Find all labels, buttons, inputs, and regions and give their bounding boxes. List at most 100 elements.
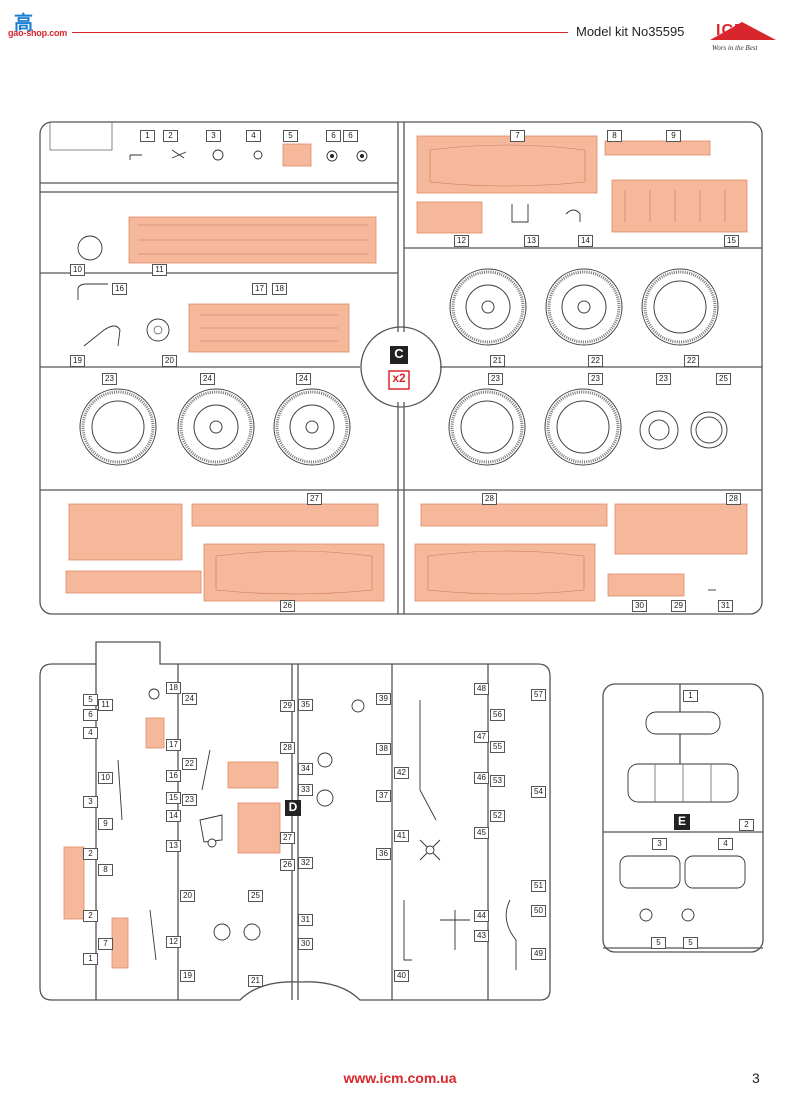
sprue-d-part-label-27: 27 [280, 832, 295, 844]
sprue-d-part-label-33: 33 [298, 784, 313, 796]
sprue-c-part-label-7: 7 [510, 130, 525, 142]
part-d30 [227, 761, 279, 789]
sprue-d-part-label-57: 57 [531, 689, 546, 701]
part-c10 [77, 235, 103, 261]
sprue-c-part-label-23: 23 [588, 373, 603, 385]
part-d41 [403, 900, 412, 961]
sprue-d-part-label-3: 3 [83, 796, 98, 808]
sprue-e-part-label-5: 5 [683, 937, 698, 949]
sprue-c-part-label-24: 24 [200, 373, 215, 385]
sprue-c-part-label-1: 1 [140, 130, 155, 142]
part-e5a [639, 908, 653, 922]
wheel-c25 [639, 410, 679, 450]
part-d22b [243, 923, 261, 941]
sprue-d-part-label-16: 16 [166, 770, 181, 782]
page-number: 3 [752, 1070, 760, 1086]
sprue-c-part-label-25: 25 [716, 373, 731, 385]
wheel-c21 [449, 268, 527, 346]
part-d35 [317, 752, 333, 768]
sprue-c-part-label-15: 15 [724, 235, 739, 247]
watermark-url-text: gao-shop.com [8, 28, 68, 38]
sprue-c-part-label-30: 30 [632, 600, 647, 612]
part-e4 [684, 855, 746, 889]
sprue-d-part-label-43: 43 [474, 930, 489, 942]
sprue-d-part-label-11: 11 [98, 699, 113, 711]
sprue-c-part-label-26: 26 [280, 600, 295, 612]
sprue-c-letter: C [394, 346, 404, 361]
sprue-d-letter-box [285, 800, 301, 816]
sprue-c-part-label-31: 31 [718, 600, 733, 612]
sprue-c-part-label-21: 21 [490, 355, 505, 367]
part-c8 [604, 140, 711, 156]
part-d34 [316, 789, 334, 807]
sprue-d-part-label-24: 24 [182, 693, 197, 705]
sprue-c-part-label-23: 23 [488, 373, 503, 385]
sprue-d-part-label-55: 55 [490, 741, 505, 753]
sprue-d-part-label-14: 14 [166, 810, 181, 822]
part-d-bracket [199, 814, 223, 843]
part-d43 [419, 700, 437, 821]
sprue-d-part-label-40: 40 [394, 970, 409, 982]
sprue-c-part-label-17: 17 [252, 283, 267, 295]
sprue-c-part-label-14: 14 [578, 235, 593, 247]
footer-url[interactable]: www.icm.com.ua [343, 1070, 457, 1086]
sprue-c-part-label-23: 23 [102, 373, 117, 385]
sprue-d-part-label-21: 21 [248, 975, 263, 987]
sprue-c-part-label-16: 16 [112, 283, 127, 295]
part-c7b [203, 543, 385, 602]
sprue-e-part-label-4: 4 [718, 838, 733, 850]
sprue-d-part-label-4: 4 [83, 727, 98, 739]
sprue-d-frame [39, 641, 551, 1001]
brand-tagline: Wors in the Best [712, 44, 758, 52]
part-c29 [614, 503, 748, 555]
sprue-d-part-label-2: 2 [83, 910, 98, 922]
sprue-c-part-label-12: 12 [454, 235, 469, 247]
sprue-c-multiplier-box [388, 370, 410, 390]
sprue-c-part-label-23: 23 [656, 373, 671, 385]
wheel-c22b [641, 268, 719, 346]
part-d23 [201, 749, 211, 791]
wheel-c22a [545, 268, 623, 346]
part-d9 [117, 759, 123, 821]
sprue-d-part-label-39: 39 [376, 693, 391, 705]
sprue-c-multiplier: x2 [392, 371, 406, 385]
part-c16 [77, 283, 108, 300]
part-c31 [607, 573, 685, 597]
sprue-e-letter: E [677, 814, 686, 828]
sprue-d-part-label-17: 17 [166, 739, 181, 751]
sprue-d-part-label-28: 28 [280, 742, 295, 754]
sprue-d-part-label-36: 36 [376, 848, 391, 860]
part-c12 [416, 201, 483, 234]
brand-name: ICM [716, 22, 749, 39]
sprue-c-part-label-2: 2 [163, 130, 178, 142]
sprue-d-part-label-44: 44 [474, 910, 489, 922]
part-d2 [63, 846, 85, 920]
wheel-c24a [177, 388, 255, 466]
header-divider [72, 32, 568, 33]
part-c7c [414, 543, 596, 602]
part-d51 [505, 899, 517, 970]
sprue-c [39, 121, 763, 615]
sprue-d-part-label-18: 18 [166, 682, 181, 694]
sprue-d-part-label-35: 35 [298, 699, 313, 711]
part-d40 [351, 699, 365, 713]
sprue-d-part-label-12: 12 [166, 936, 181, 948]
sprue-d-part-label-51: 51 [531, 880, 546, 892]
sprue-c-center-hub [360, 326, 442, 408]
sprue-e-frame [602, 683, 764, 953]
sprue-c-part-label-8: 8 [607, 130, 622, 142]
sprue-c-part-label-24: 24 [296, 373, 311, 385]
sprue-d-part-label-8: 8 [98, 864, 113, 876]
sprue-d-part-label-34: 34 [298, 763, 313, 775]
sprue-d-part-label-23: 23 [182, 794, 197, 806]
sprue-d-part-label-26: 26 [280, 859, 295, 871]
wheel-c26 [690, 411, 728, 449]
part-d22a [213, 923, 231, 941]
part-c2 [171, 149, 187, 159]
sprue-d-part-label-6: 6 [83, 709, 98, 721]
sprue-d-part-label-20: 20 [180, 890, 195, 902]
part-c4 [253, 150, 263, 160]
sprue-d-part-label-53: 53 [490, 775, 505, 787]
wheel-c24b [273, 388, 351, 466]
sprue-d-part-label-45: 45 [474, 827, 489, 839]
